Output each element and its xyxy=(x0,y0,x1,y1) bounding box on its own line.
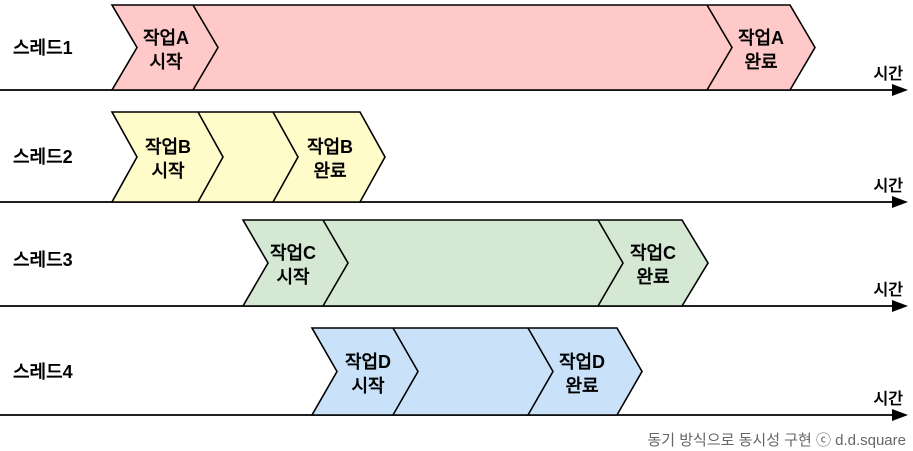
thread-label-1: 스레드1 xyxy=(13,38,73,58)
task-c-divider-end xyxy=(597,219,624,307)
thread-label-3: 스레드3 xyxy=(13,250,73,270)
caption: 동기 방식으로 동시성 구현 ⓒ d.d.square xyxy=(647,432,906,449)
thread-row-3: 시간 스레드3 작업C 시작 작업C 완료 xyxy=(0,219,908,312)
thread-row-2: 시간 스레드2 작업B 시작 작업B 완료 xyxy=(0,111,908,208)
timeline-arrowhead-1 xyxy=(892,84,908,96)
task-d-divider-start xyxy=(392,327,419,416)
task-c-end-label-line1: 작업C xyxy=(630,243,676,263)
task-c-start-label-line1: 작업C xyxy=(270,243,316,263)
task-a-start-label-line2: 시작 xyxy=(149,52,183,72)
thread-label-4: 스레드4 xyxy=(13,362,73,382)
task-a-start-label-line1: 작업A xyxy=(143,28,189,48)
timeline-arrowhead-3 xyxy=(892,300,908,312)
task-c-start-label-line2: 시작 xyxy=(276,267,310,287)
task-b-divider-start xyxy=(197,111,224,203)
time-axis-label-1: 시간 xyxy=(874,65,904,83)
task-d-start-label-line1: 작업D xyxy=(345,352,391,372)
task-a-arrow xyxy=(110,4,816,91)
task-a-end-label-line2: 완료 xyxy=(744,52,777,72)
task-a-end-label-line1: 작업A xyxy=(738,28,784,48)
task-a-divider-end xyxy=(706,4,733,91)
thread-row-4: 시간 스레드4 작업D 시작 작업D 완료 xyxy=(0,327,908,421)
task-d-end-label-line2: 완료 xyxy=(565,376,598,396)
time-axis-label-4: 시간 xyxy=(874,390,904,408)
thread-label-2: 스레드2 xyxy=(13,147,73,167)
task-a-divider-start xyxy=(192,4,219,91)
task-d-end-label-line1: 작업D xyxy=(559,352,605,372)
task-b-start-label-line2: 시작 xyxy=(151,161,185,181)
time-axis-label-3: 시간 xyxy=(874,281,904,299)
timeline-arrowhead-2 xyxy=(892,196,908,208)
timeline-arrowhead-4 xyxy=(892,409,908,421)
task-c-divider-start xyxy=(322,219,349,307)
thread-row-1: 시간 스레드1 작업A 시작 작업A 완료 xyxy=(0,4,908,96)
task-b-end-label-line1: 작업B xyxy=(307,137,353,157)
task-b-arrow xyxy=(110,111,386,203)
task-d-arrow xyxy=(310,327,643,416)
task-d-start-label-line2: 시작 xyxy=(351,376,385,396)
task-b-start-label-line1: 작업B xyxy=(145,137,191,157)
task-c-arrow xyxy=(241,219,709,307)
task-d-divider-end xyxy=(527,327,554,416)
task-b-end-label-line2: 완료 xyxy=(313,161,346,181)
task-b-divider-end xyxy=(272,111,299,203)
time-axis-label-2: 시간 xyxy=(874,177,904,195)
task-c-end-label-line2: 완료 xyxy=(636,267,669,287)
